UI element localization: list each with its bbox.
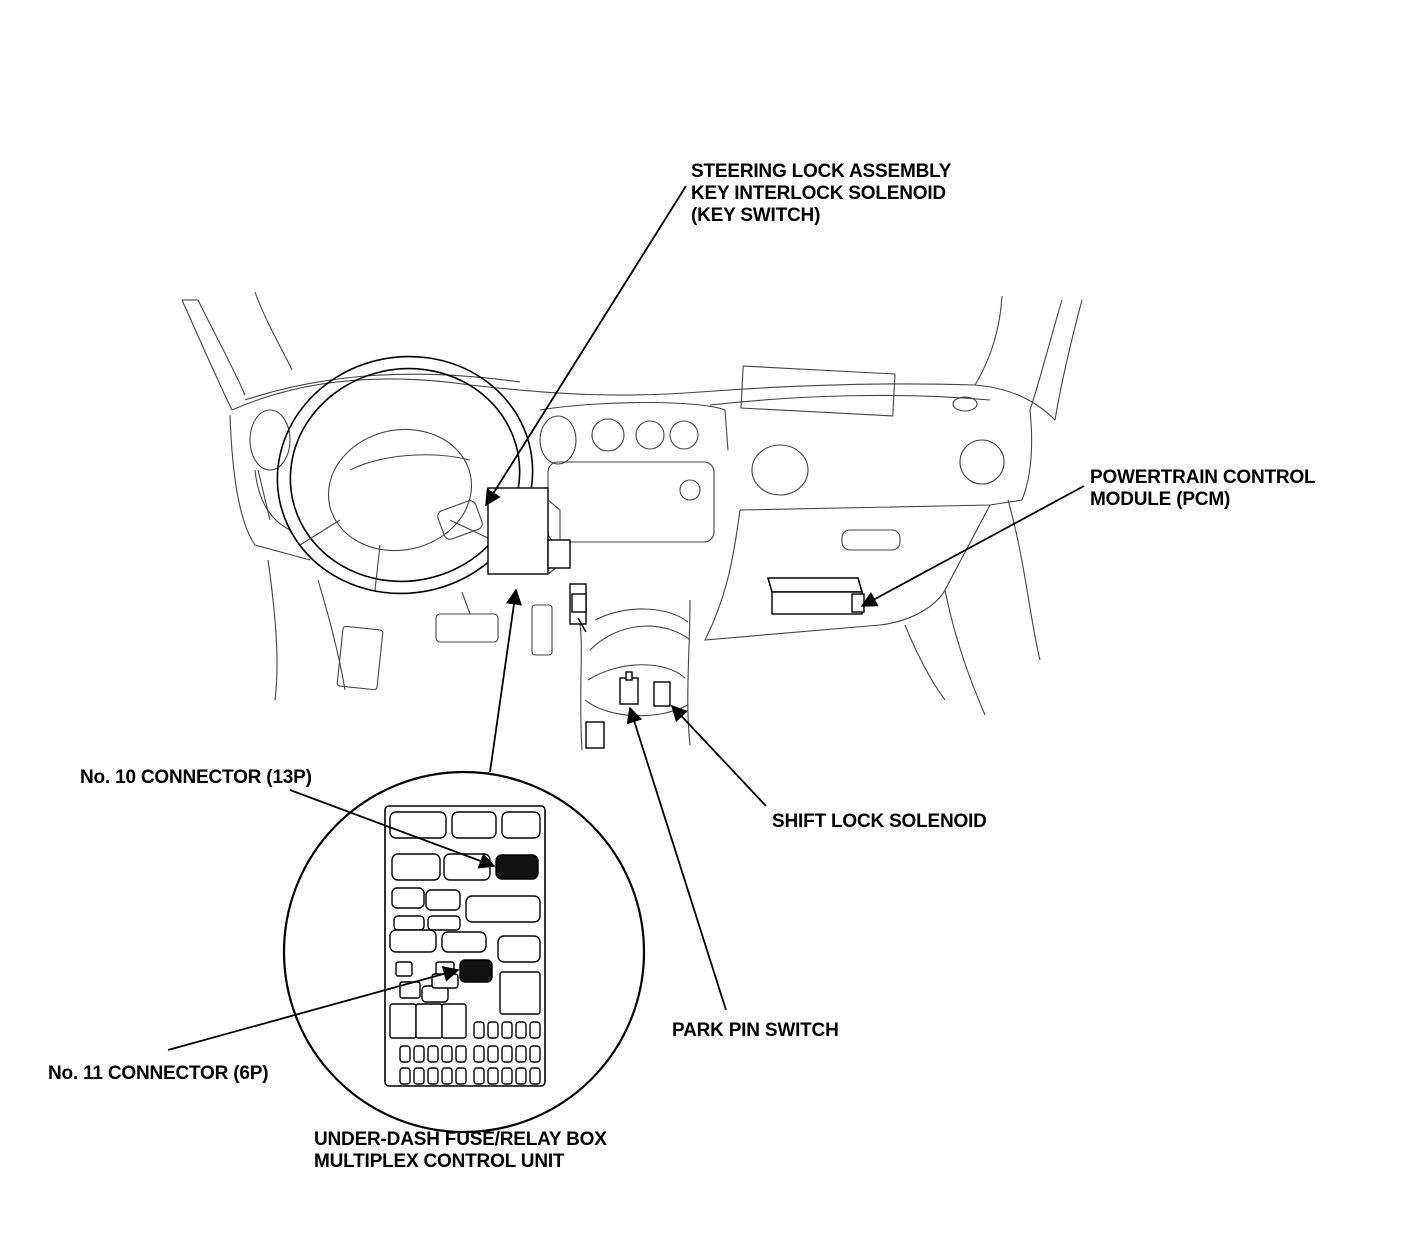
- pcm-module-drawing: [766, 577, 865, 615]
- fuse-relay-box-drawing: [282, 770, 646, 1134]
- steering-lock-label: STEERING LOCK ASSEMBLY KEY INTERLOCK SOL…: [691, 161, 952, 226]
- fuse-box-label: UNDER-DASH FUSE/RELAY BOX MULTIPLEX CONT…: [314, 1129, 607, 1172]
- no11-leader: [167, 966, 460, 1051]
- no11-connector-label: No. 11 CONNECTOR (6P): [48, 1063, 269, 1084]
- steering-wheel: [276, 355, 571, 595]
- steering-lock-leader: [485, 185, 687, 507]
- dashboard-outline: [181, 291, 1083, 751]
- no10-leader: [289, 789, 496, 869]
- no10-connector-label: No. 10 CONNECTOR (13P): [80, 767, 312, 788]
- park-pin-leader: [626, 706, 727, 1011]
- pcm-leader: [860, 485, 1085, 607]
- park-pin-label: PARK PIN SWITCH: [672, 1020, 839, 1041]
- shift-components: [569, 583, 671, 749]
- leader-lines: [167, 185, 1085, 1051]
- shift-lock-label: SHIFT LOCK SOLENOID: [772, 811, 987, 832]
- fuse-box-leader: [489, 588, 522, 773]
- pcm-label: POWERTRAIN CONTROL MODULE (PCM): [1090, 467, 1316, 510]
- shift-lock-leader: [670, 704, 767, 807]
